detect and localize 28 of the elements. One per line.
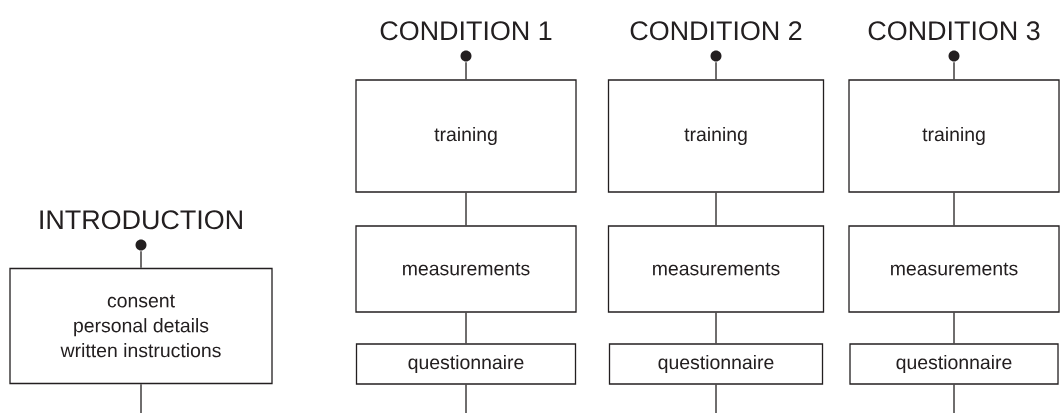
heading-text: INTRODUCTION xyxy=(40,210,242,230)
heading-text: CONDITION 1 xyxy=(380,21,552,41)
connector xyxy=(465,312,467,344)
process-box: questionnaire xyxy=(608,343,824,385)
process-box: training xyxy=(848,79,1060,193)
process-box: consent personal details written instructions xyxy=(9,267,273,385)
process-box: measurements xyxy=(607,225,825,313)
connector xyxy=(953,312,955,344)
process-box: training xyxy=(355,79,577,193)
connector xyxy=(715,384,717,413)
connector xyxy=(715,312,717,344)
process-box: measurements xyxy=(355,225,577,313)
heading-text: CONDITION 2 xyxy=(630,21,802,41)
connector xyxy=(140,250,142,269)
process-box: questionnaire xyxy=(849,343,1059,385)
process-box: training xyxy=(607,79,825,193)
process-box: questionnaire xyxy=(355,343,577,385)
connector xyxy=(140,383,142,413)
connector xyxy=(715,192,717,226)
heading-text: CONDITION 3 xyxy=(868,21,1040,41)
connector xyxy=(465,192,467,226)
connector xyxy=(465,384,467,413)
connector xyxy=(465,61,467,80)
connector xyxy=(953,384,955,413)
connector xyxy=(953,61,955,80)
connector xyxy=(715,61,717,80)
process-box: measurements xyxy=(848,225,1060,313)
connector xyxy=(953,192,955,226)
